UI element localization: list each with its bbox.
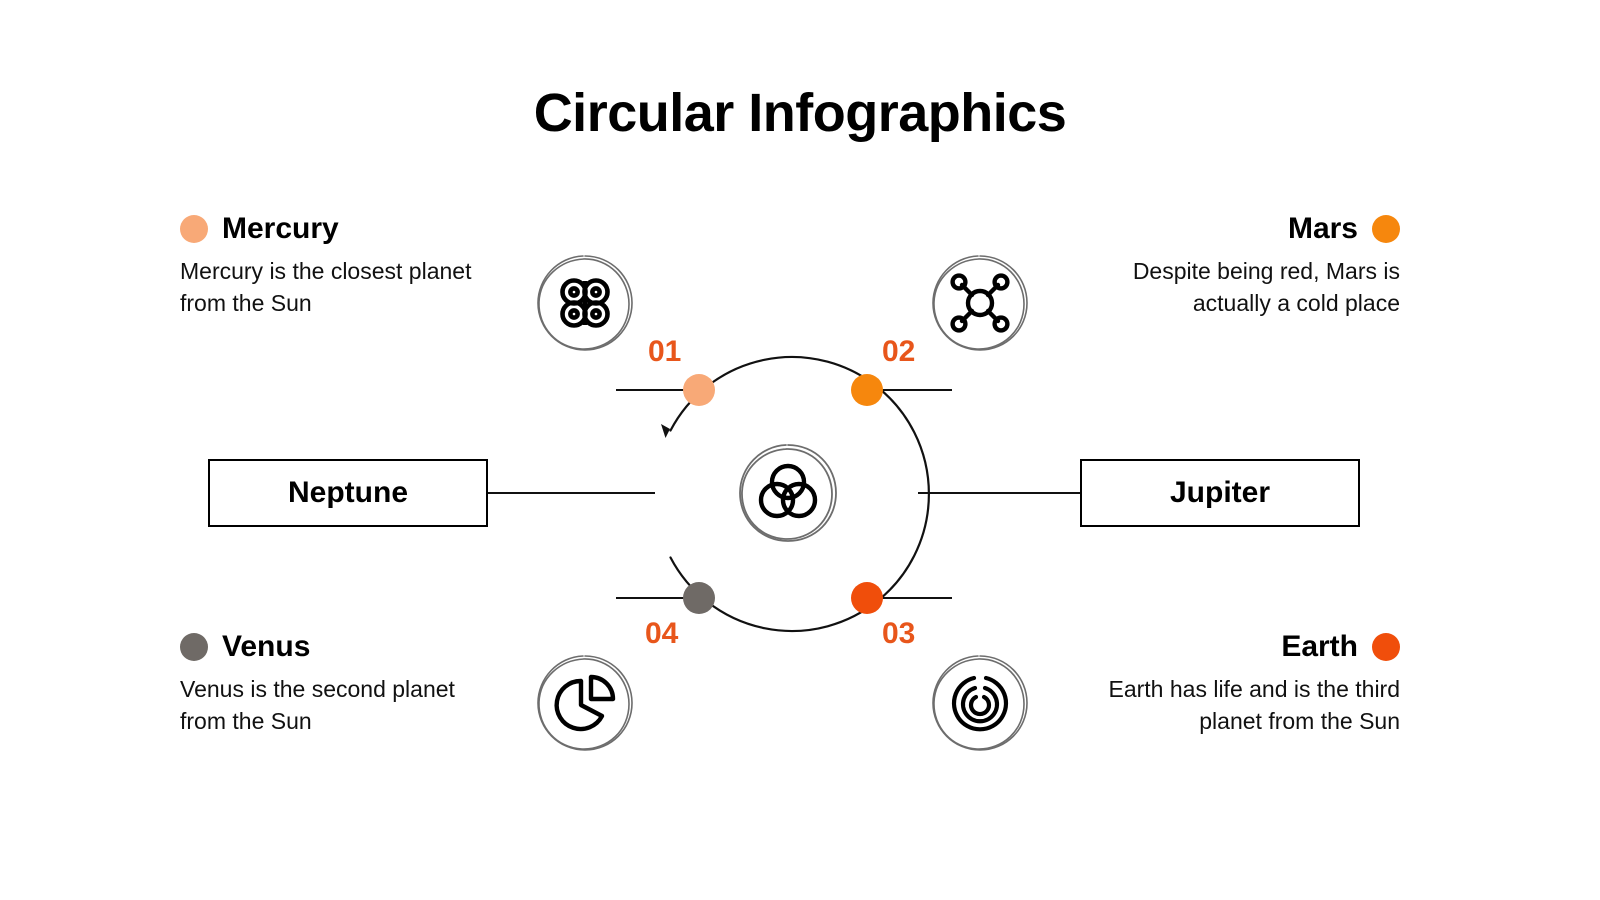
spiral-labyrinth-icon	[951, 675, 1009, 732]
page-title: Circular Infographics	[533, 83, 1067, 143]
sketch-ring-icon	[932, 655, 1028, 751]
node-number-04: 04	[645, 617, 679, 650]
info-head-venus: Venus	[180, 632, 480, 662]
info-block-venus: Venus Venus is the second planet from th…	[180, 632, 480, 737]
legend-dot-earth	[1372, 633, 1400, 661]
network-hub-icon	[950, 273, 1010, 333]
node-dot-03-earth[interactable]	[851, 582, 883, 614]
info-block-mars: Mars Despite being red, Mars is actually…	[1090, 214, 1400, 319]
info-head-mars: Mars	[1090, 214, 1400, 244]
pie-chart-icon	[554, 674, 616, 732]
info-block-mercury: Mercury Mercury is the closest planet fr…	[180, 214, 480, 319]
node-number-03: 03	[882, 617, 916, 650]
side-box-jupiter-label: Jupiter	[1169, 476, 1271, 509]
info-title-venus: Venus	[222, 630, 311, 663]
info-head-earth: Earth	[1090, 632, 1400, 662]
info-desc-earth: Earth has life and is the third planet f…	[1108, 676, 1401, 734]
icon-bubble-03[interactable]	[928, 651, 1032, 755]
icon-bubble-04[interactable]	[533, 651, 637, 755]
info-desc-venus: Venus is the second planet from the Sun	[180, 676, 455, 734]
legend-dot-mercury	[180, 215, 208, 243]
sketch-ring-icon	[739, 444, 837, 542]
side-box-jupiter[interactable]: Jupiter	[1080, 459, 1360, 527]
node-number-02: 02	[882, 335, 916, 368]
four-circles-clover-icon	[560, 278, 610, 328]
sketch-ring-icon	[537, 255, 633, 351]
node-dot-02-mars[interactable]	[851, 374, 883, 406]
node-number-01: 01	[648, 335, 682, 368]
rotation-arrow-icon	[661, 424, 670, 438]
node-dot-04-venus[interactable]	[683, 582, 715, 614]
legend-dot-mars	[1372, 215, 1400, 243]
sketch-ring-icon	[932, 255, 1028, 351]
node-dot-01-mercury[interactable]	[683, 374, 715, 406]
info-title-mars: Mars	[1287, 212, 1358, 245]
info-block-earth: Earth Earth has life and is the third pl…	[1090, 632, 1400, 737]
info-head-mercury: Mercury	[180, 214, 480, 244]
icon-bubble-center[interactable]	[735, 440, 841, 546]
icon-bubble-02[interactable]	[928, 251, 1032, 355]
side-box-neptune[interactable]: Neptune	[208, 459, 488, 527]
info-desc-mercury: Mercury is the closest planet from the S…	[180, 258, 472, 316]
venn-diagram-icon	[758, 463, 818, 519]
sketch-ring-icon	[537, 655, 633, 751]
info-desc-mars: Despite being red, Mars is actually a co…	[1132, 258, 1400, 316]
side-box-neptune-label: Neptune	[288, 476, 408, 509]
legend-dot-venus	[180, 633, 208, 661]
icon-bubble-01[interactable]	[533, 251, 637, 355]
info-title-mercury: Mercury	[222, 212, 339, 245]
info-title-earth: Earth	[1281, 630, 1358, 663]
